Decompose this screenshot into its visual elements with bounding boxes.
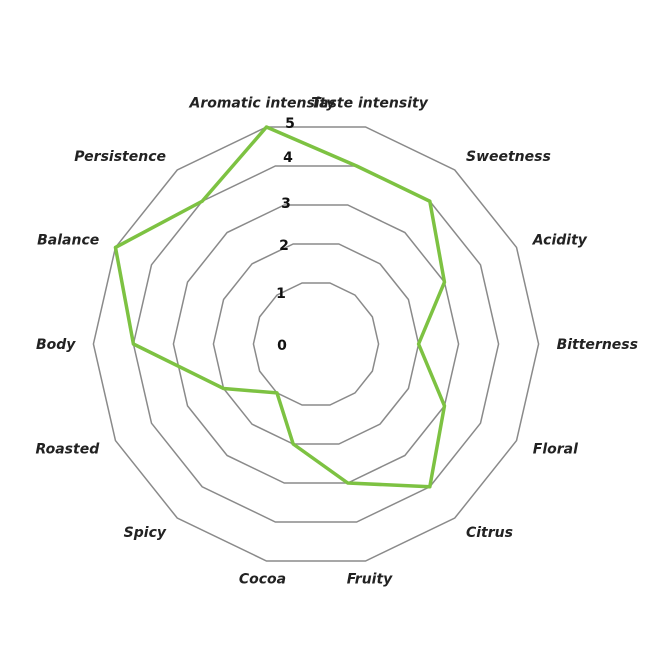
scale-tick-labels: 0 1 2 3 4 5 — [276, 116, 295, 354]
data-series — [113, 125, 447, 489]
data-point-cocoa — [291, 442, 295, 446]
data-point-balance — [113, 245, 117, 249]
data-point-sweetness — [428, 199, 432, 203]
axis-label-fruity: Fruity — [347, 572, 393, 588]
axis-label-body: Body — [36, 337, 76, 353]
axis-label-acidity: Acidity — [532, 233, 588, 249]
axis-label-floral: Floral — [533, 441, 578, 457]
data-point-acidity — [442, 280, 446, 284]
axis-label-spicy: Spicy — [124, 525, 167, 541]
data-point-bitterness — [417, 342, 421, 346]
scale-tick-1: 1 — [276, 286, 286, 302]
data-point-body — [131, 342, 135, 346]
axis-label-aromatic-intensity: Aromatic intensity — [188, 95, 336, 111]
data-point-citrus — [428, 485, 432, 489]
grid-ring-1 — [252, 282, 380, 406]
data-point-fruity — [346, 481, 350, 485]
axis-label-sweetness: Sweetness — [466, 149, 551, 165]
axis-label-cocoa: Cocoa — [239, 572, 286, 588]
grid-ring-4 — [132, 165, 500, 523]
axis-label-roasted: Roasted — [36, 441, 101, 457]
scale-tick-5: 5 — [285, 116, 295, 132]
axis-label-taste-intensity: Taste intensity — [311, 95, 428, 111]
series-line — [113, 125, 447, 489]
scale-tick-2: 2 — [279, 238, 289, 254]
data-point-spicy — [275, 391, 279, 395]
data-point-floral — [442, 404, 446, 408]
data-point-taste-intensity — [355, 164, 359, 168]
grid-rings — [92, 126, 540, 562]
scale-tick-3: 3 — [281, 196, 291, 212]
grid-ring-3 — [172, 204, 460, 484]
axis-label-citrus: Citrus — [466, 525, 513, 541]
grid-ring-5 — [92, 126, 540, 562]
axis-label-bitterness: Bitterness — [557, 337, 638, 353]
data-point-aromatic-intensity — [264, 125, 268, 129]
scale-tick-4: 4 — [283, 150, 293, 166]
data-point-roasted — [222, 387, 226, 391]
scale-tick-0: 0 — [277, 338, 287, 354]
data-point-persistence — [200, 199, 204, 203]
axis-label-balance: Balance — [37, 233, 99, 249]
grid-ring-2 — [212, 243, 420, 445]
axis-label-persistence: Persistence — [74, 149, 166, 165]
